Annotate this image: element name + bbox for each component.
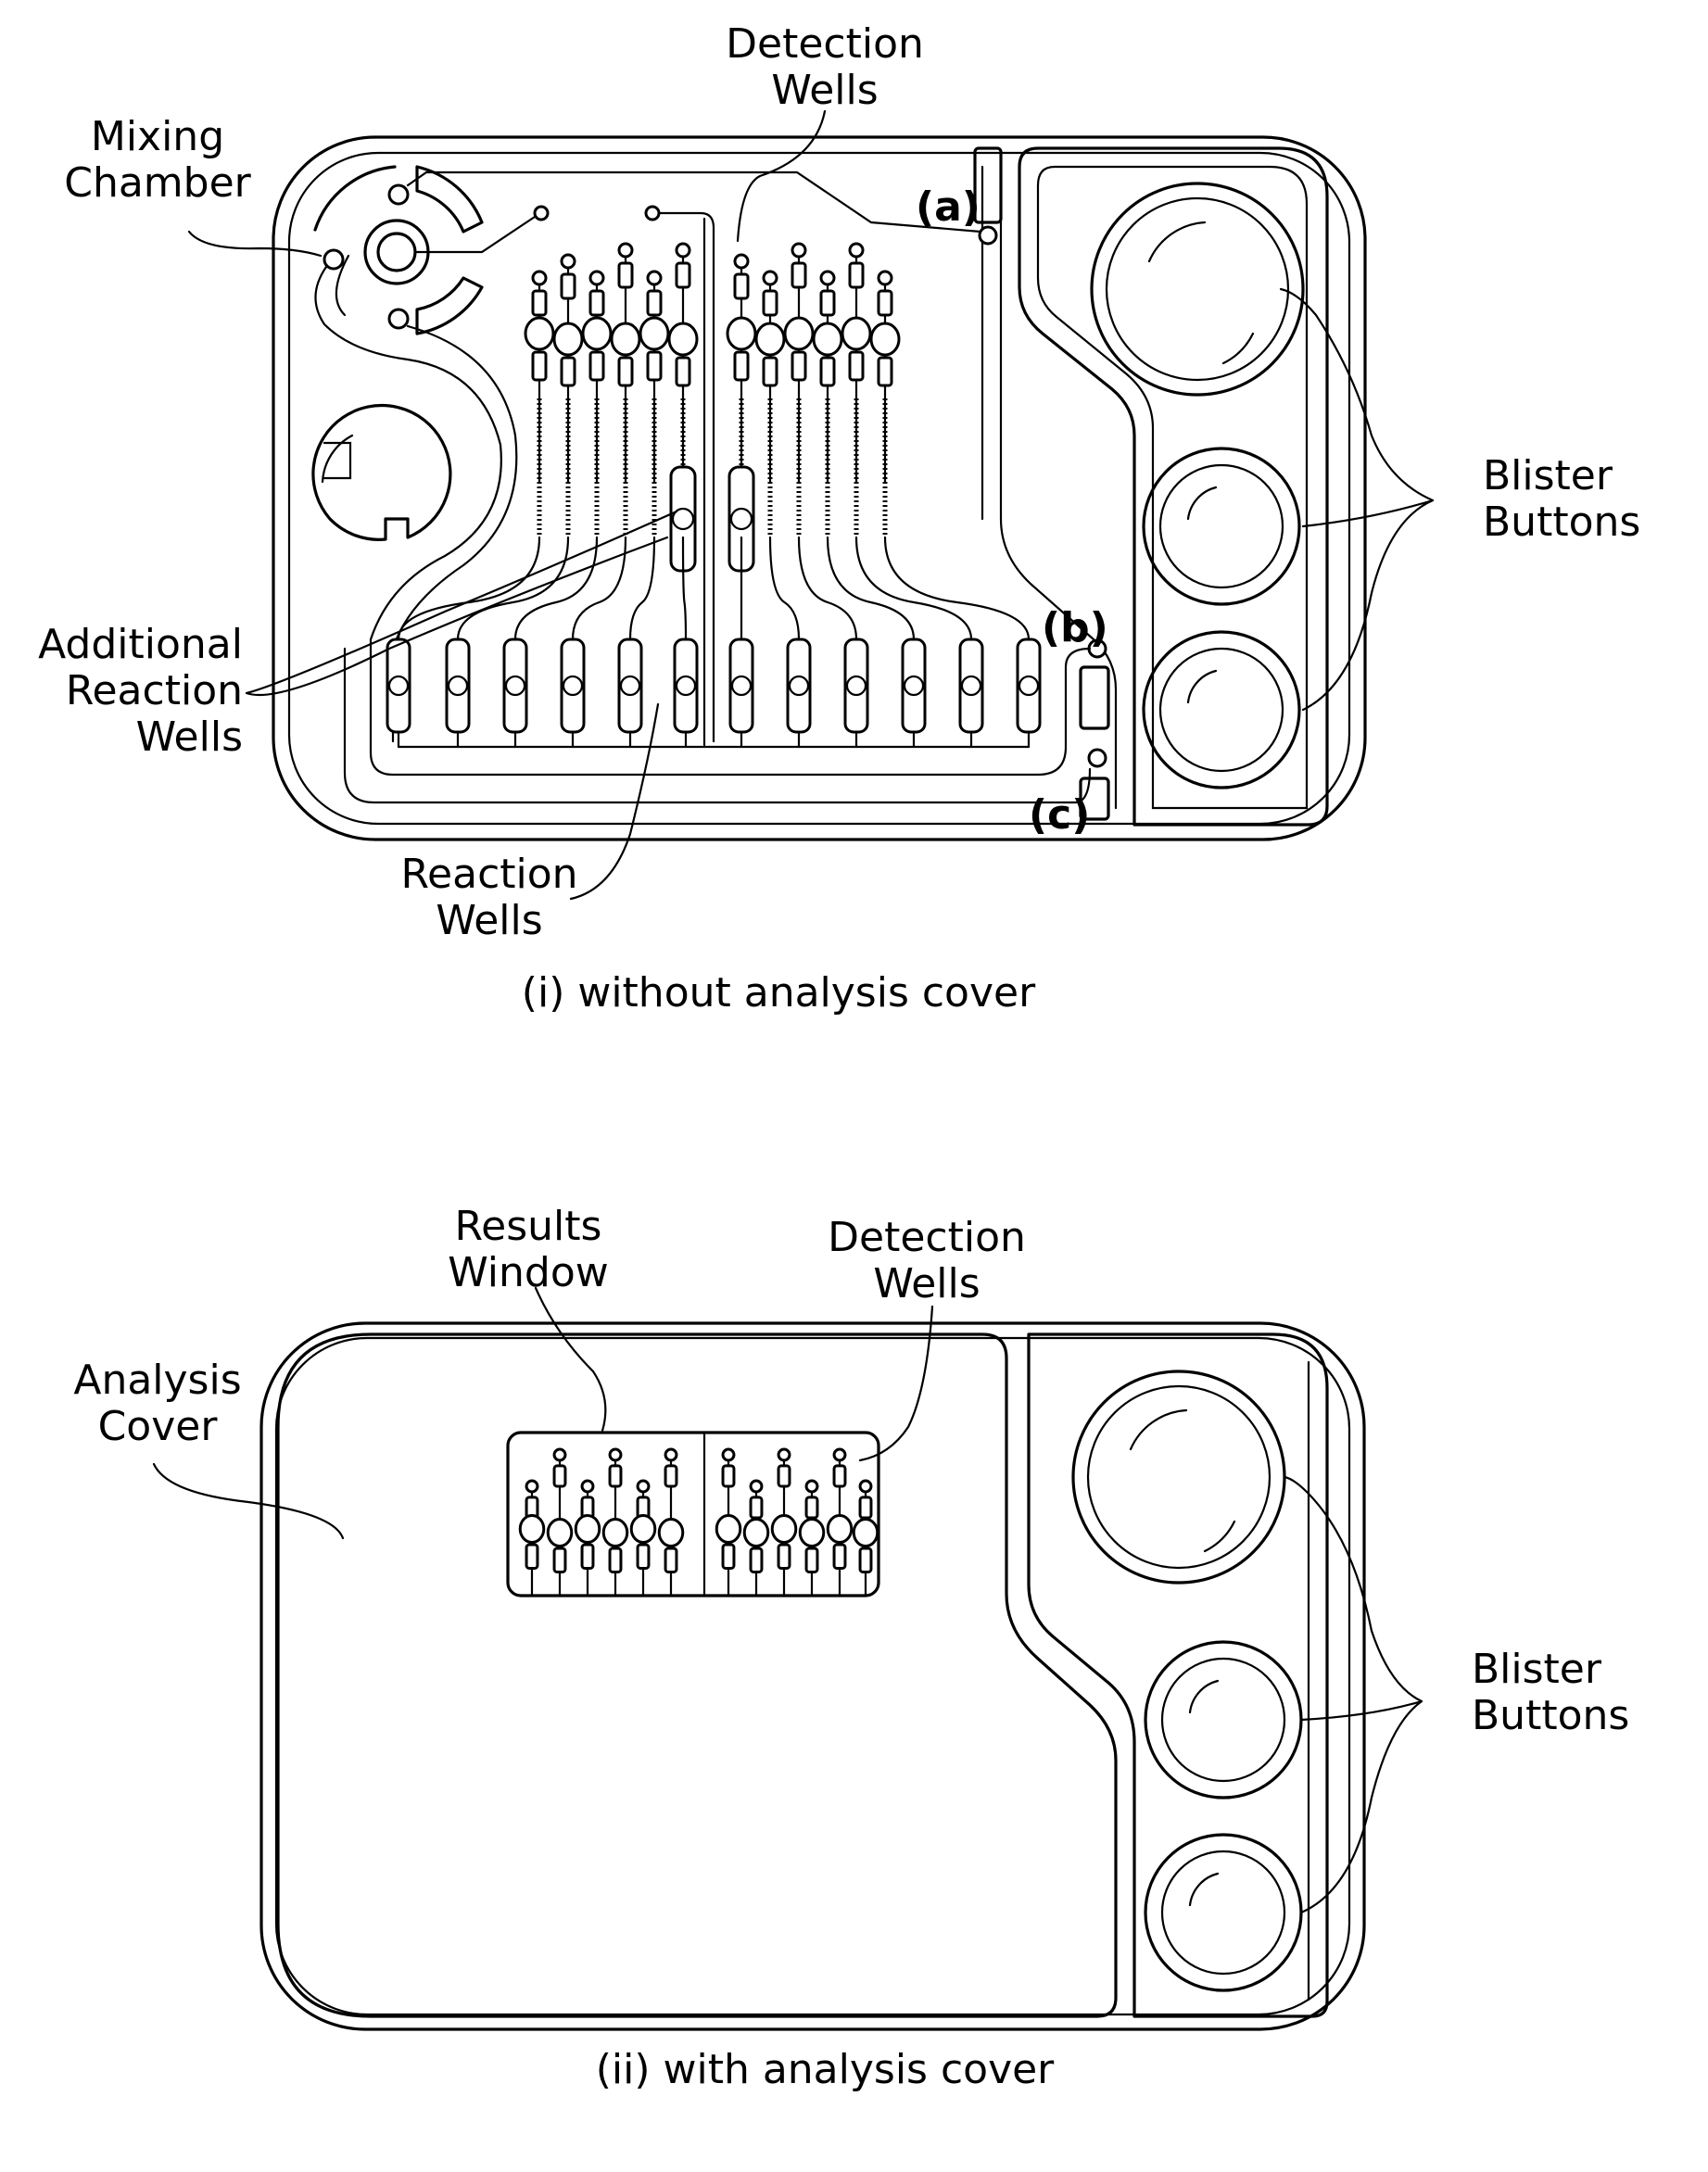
blister-button-mid-bottom bbox=[1145, 1642, 1301, 1798]
blister-button-large-top bbox=[1092, 183, 1303, 395]
blister-button-bottom-bottom bbox=[1145, 1835, 1301, 1990]
caption-bottom: (ii) with analysis cover bbox=[596, 2046, 1055, 2093]
label-additional-reaction-wells: AdditionalReactionWells bbox=[38, 621, 243, 761]
label-results-window: ResultsWindow bbox=[448, 1203, 609, 1296]
bottom-left-detection-well bbox=[631, 1481, 655, 1596]
label-analysis-cover: AnalysisCover bbox=[73, 1357, 241, 1450]
caption-top: (i) without analysis cover bbox=[522, 969, 1036, 1017]
label-blister-buttons-bottom: BlisterButtons bbox=[1472, 1646, 1629, 1739]
leader-detection-bottom bbox=[860, 1307, 932, 1460]
bottom-left-detection-well bbox=[659, 1449, 683, 1596]
label-mixing-chamber: MixingChamber bbox=[64, 113, 251, 207]
port-b-label: (b) bbox=[1042, 604, 1108, 651]
leader-blister-top bbox=[1281, 289, 1433, 710]
blister-button-large-bottom bbox=[1073, 1371, 1284, 1583]
detection-wells-bottom bbox=[520, 1449, 878, 1596]
bottom-left-detection-well bbox=[576, 1481, 600, 1596]
reaction-well bbox=[562, 537, 626, 747]
port-b bbox=[1081, 640, 1108, 728]
port-a-label: (a) bbox=[916, 183, 981, 231]
bottom-left-detection-well bbox=[548, 1449, 572, 1596]
port-c-label: (c) bbox=[1029, 791, 1090, 839]
reaction-well bbox=[619, 537, 654, 747]
label-reaction-wells: ReactionWells bbox=[400, 851, 577, 944]
side-chamber bbox=[313, 406, 450, 540]
label-blister-buttons-top: BlisterButtons bbox=[1483, 452, 1640, 546]
leader-results-window bbox=[536, 1288, 605, 1431]
blister-button-bottom-top bbox=[1144, 632, 1299, 788]
panel-with-cover: ResultsWindow DetectionWells AnalysisCov… bbox=[73, 1203, 1629, 2093]
cartridge-body-bottom bbox=[261, 1323, 1364, 2029]
bottom-right-detection-well bbox=[800, 1481, 824, 1596]
top-left-detection-well bbox=[554, 255, 582, 482]
bottom-right-detection-well bbox=[716, 1449, 740, 1596]
bottom-right-detection-well bbox=[828, 1449, 852, 1596]
panel-without-cover: DetectionWells MixingChamber BlisterButt… bbox=[38, 20, 1640, 1017]
leader-analysis-cover bbox=[154, 1464, 343, 1538]
reaction-well bbox=[770, 537, 810, 747]
results-window bbox=[508, 1433, 879, 1596]
cartridge-inner-bottom bbox=[276, 1338, 1349, 2014]
label-detection-wells-top: DetectionWells bbox=[726, 20, 924, 114]
leader-blister-bottom bbox=[1284, 1477, 1422, 1913]
blister-button-mid-top bbox=[1144, 448, 1299, 604]
leader-detection-top bbox=[738, 111, 825, 241]
blister-compartment-bottom bbox=[1029, 1334, 1327, 2016]
leader-mixing bbox=[189, 232, 321, 256]
bottom-right-detection-well bbox=[854, 1481, 878, 1596]
top-right-detection-well bbox=[727, 255, 755, 482]
reaction-well bbox=[828, 537, 925, 747]
bottom-right-detection-well bbox=[772, 1449, 796, 1596]
bottom-left-detection-well bbox=[603, 1449, 627, 1596]
bottom-right-detection-well bbox=[744, 1481, 768, 1596]
analysis-cover bbox=[278, 1334, 1116, 2016]
label-detection-wells-bottom: DetectionWells bbox=[828, 1214, 1026, 1307]
cartridge-body-top bbox=[273, 137, 1365, 840]
bottom-left-detection-well bbox=[520, 1481, 544, 1596]
